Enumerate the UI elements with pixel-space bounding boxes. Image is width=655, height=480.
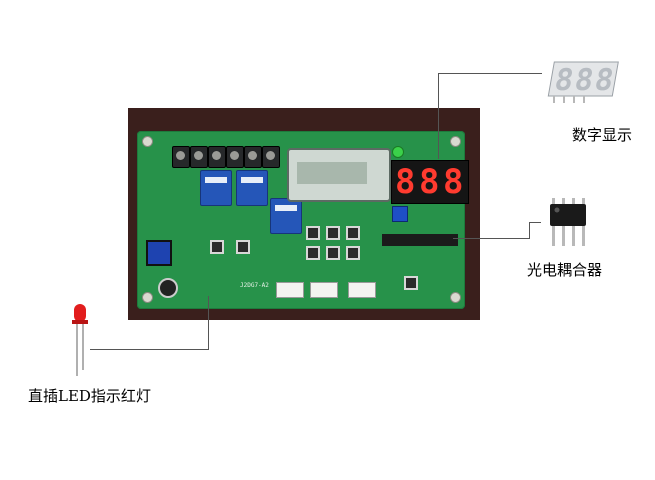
segment-digit: 8 bbox=[419, 162, 440, 202]
green-led bbox=[392, 146, 404, 158]
push-button bbox=[306, 226, 320, 240]
leader-line bbox=[529, 222, 541, 223]
screw-terminal bbox=[226, 146, 244, 168]
push-button bbox=[326, 246, 340, 260]
capacitor bbox=[158, 278, 178, 298]
leader-line bbox=[208, 296, 209, 350]
segment-digit: 8 bbox=[395, 162, 416, 202]
leader-line bbox=[438, 73, 439, 159]
mount-hole bbox=[450, 292, 461, 303]
relay bbox=[270, 198, 302, 234]
push-button bbox=[404, 276, 418, 290]
relay bbox=[236, 170, 268, 206]
mount-hole bbox=[142, 136, 153, 147]
push-button bbox=[236, 240, 250, 254]
leader-line bbox=[453, 238, 530, 239]
optocoupler-icon bbox=[550, 198, 586, 246]
push-button bbox=[326, 226, 340, 240]
mount-hole bbox=[142, 292, 153, 303]
leader-line bbox=[529, 222, 530, 239]
seven-segment-display: 8 8 8 bbox=[391, 160, 469, 204]
leader-line bbox=[438, 73, 542, 74]
leader-line bbox=[90, 349, 209, 350]
potentiometer bbox=[392, 206, 408, 222]
screw-terminal bbox=[208, 146, 226, 168]
mount-hole bbox=[450, 136, 461, 147]
red-led-icon bbox=[72, 304, 88, 376]
wire-connector bbox=[348, 282, 376, 298]
screw-terminal bbox=[190, 146, 208, 168]
wire-connector bbox=[276, 282, 304, 298]
label-optocoupler: 光电耦合器 bbox=[527, 261, 603, 279]
screw-terminal bbox=[244, 146, 262, 168]
board-silkscreen: J2DG7-A2 bbox=[240, 282, 269, 289]
relay bbox=[200, 170, 232, 206]
ic-chip bbox=[382, 234, 458, 246]
wire-connector bbox=[310, 282, 338, 298]
push-button bbox=[210, 240, 224, 254]
push-button bbox=[306, 246, 320, 260]
label-red-led: 直插LED指示红灯 bbox=[28, 387, 151, 405]
transformer bbox=[146, 240, 172, 266]
label-digital-display: 数字显示 bbox=[572, 126, 633, 144]
push-button bbox=[346, 226, 360, 240]
screw-terminal bbox=[172, 146, 190, 168]
push-button bbox=[346, 246, 360, 260]
seven-segment-component-icon: 8 8 8 bbox=[547, 61, 619, 103]
segment-digit: 8 bbox=[443, 162, 464, 202]
lcd-window bbox=[287, 148, 391, 202]
screw-terminal bbox=[262, 146, 280, 168]
